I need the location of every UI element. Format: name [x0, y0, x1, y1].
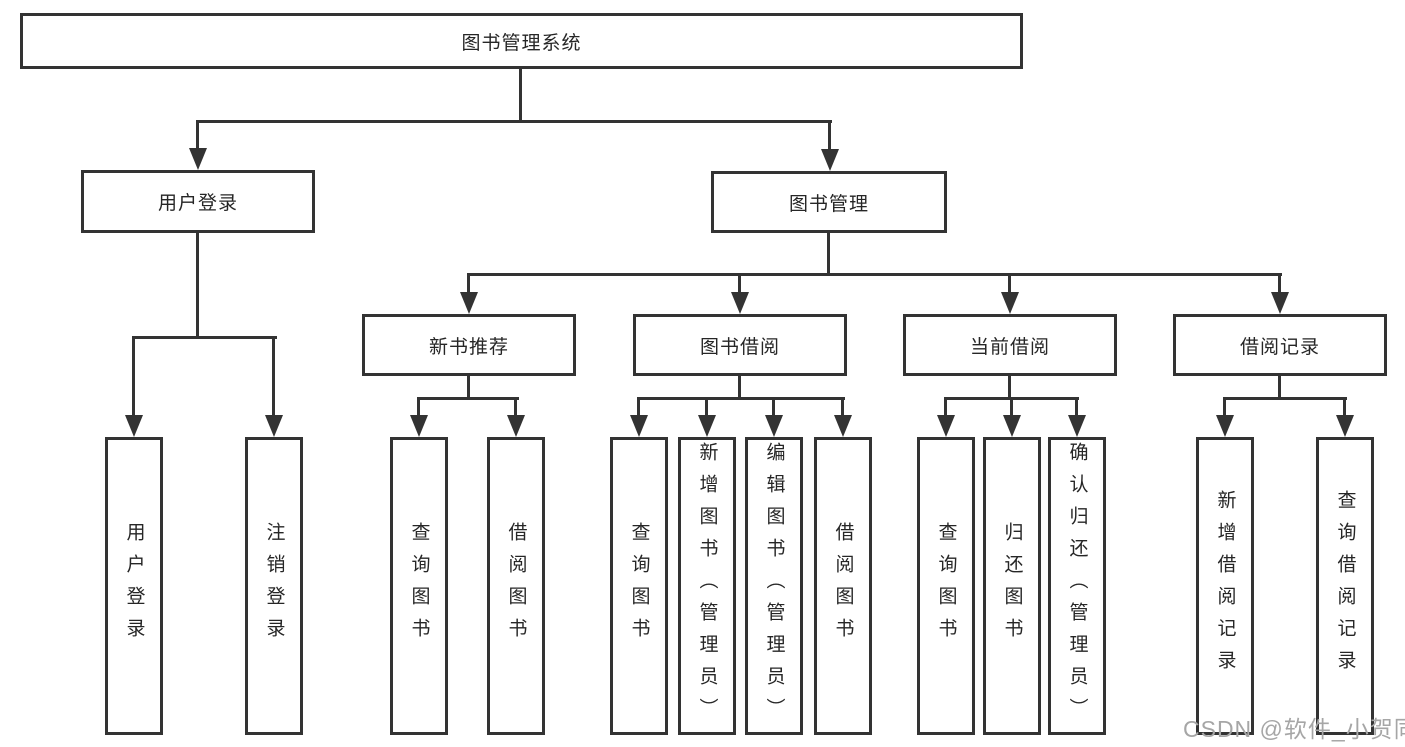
connector-line: [705, 397, 708, 417]
arrowhead-down: [937, 415, 955, 437]
arrowhead-down: [821, 149, 839, 171]
leaf-edit-book-admin: 编辑图书（管理员）: [745, 437, 803, 735]
connector-line: [514, 397, 517, 417]
node-label: 查询图书: [628, 522, 650, 650]
arrowhead-down: [189, 148, 207, 170]
leaf-query-books-recommend: 查询图书: [390, 437, 448, 735]
node-label: 新增借阅记录: [1214, 490, 1236, 682]
connector-line: [772, 397, 775, 417]
leaf-borrow-books-borrow: 借阅图书: [814, 437, 872, 735]
arrowhead-down: [1001, 292, 1019, 314]
leaf-logout: 注销登录: [245, 437, 303, 735]
node-label: 确认归还（管理员）: [1066, 442, 1088, 730]
node-book-borrow: 图书借阅: [633, 314, 847, 376]
connector-line: [272, 336, 275, 417]
node-label: 查询借阅记录: [1334, 490, 1356, 682]
node-label: 用户登录: [123, 522, 145, 650]
node-label: 注销登录: [263, 522, 285, 650]
leaf-query-borrow-record: 查询借阅记录: [1316, 437, 1374, 735]
arrowhead-down: [1068, 415, 1086, 437]
connector-line: [1343, 397, 1346, 417]
watermark: CSDN @软件_小贺同学: [1183, 716, 1405, 742]
connector-line: [196, 120, 832, 123]
node-label: 归还图书: [1001, 522, 1023, 650]
node-new-book-recommend: 新书推荐: [362, 314, 576, 376]
connector-line: [738, 273, 741, 293]
connector-line: [132, 336, 135, 417]
connector-line: [944, 397, 947, 417]
connector-line: [132, 336, 277, 339]
connector-line: [738, 376, 741, 397]
arrowhead-down: [507, 415, 525, 437]
connector-line: [637, 397, 640, 417]
arrowhead-down: [630, 415, 648, 437]
node-label: 图书借阅: [699, 336, 780, 358]
connector-line: [1278, 376, 1281, 397]
connector-line: [1223, 397, 1347, 400]
node-user-login: 用户登录: [81, 170, 315, 233]
arrowhead-down: [698, 415, 716, 437]
arrowhead-down: [1216, 415, 1234, 437]
node-book-management: 图书管理: [711, 171, 947, 233]
connector-line: [637, 397, 845, 400]
arrowhead-down: [1271, 292, 1289, 314]
node-label: 新增图书（管理员）: [696, 442, 718, 730]
connector-line: [467, 273, 470, 293]
leaf-user-login: 用户登录: [105, 437, 163, 735]
node-label: 用户登录: [157, 193, 238, 214]
connector-line: [467, 273, 1282, 276]
node-label: 图书管理系统: [461, 32, 582, 54]
connector-line: [467, 376, 470, 397]
arrowhead-down: [265, 415, 283, 437]
connector-line: [417, 397, 519, 400]
leaf-add-book-admin: 新增图书（管理员）: [678, 437, 736, 735]
node-label: 借阅图书: [832, 522, 854, 650]
leaf-borrow-books-recommend: 借阅图书: [487, 437, 545, 735]
node-label: 当前借阅: [969, 336, 1050, 358]
connector-line: [1278, 273, 1281, 293]
connector-line: [1008, 273, 1011, 293]
arrowhead-down: [1003, 415, 1021, 437]
arrowhead-down: [834, 415, 852, 437]
node-root: 图书管理系统: [20, 13, 1023, 69]
node-label: 借阅图书: [505, 522, 527, 650]
arrowhead-down: [731, 292, 749, 314]
connector-line: [196, 120, 199, 150]
arrowhead-down: [410, 415, 428, 437]
arrowhead-down: [125, 415, 143, 437]
arrowhead-down: [460, 292, 478, 314]
node-label: 编辑图书（管理员）: [763, 442, 785, 730]
leaf-return-books: 归还图书: [983, 437, 1041, 735]
node-borrow-records: 借阅记录: [1173, 314, 1387, 376]
arrowhead-down: [1336, 415, 1354, 437]
connector-line: [1008, 376, 1011, 397]
leaf-add-borrow-record: 新增借阅记录: [1196, 437, 1254, 735]
node-current-borrow: 当前借阅: [903, 314, 1117, 376]
connector-line: [841, 397, 844, 417]
connector-line: [1223, 397, 1226, 417]
leaf-query-books-current: 查询图书: [917, 437, 975, 735]
connector-line: [828, 120, 831, 151]
node-label: 借阅记录: [1239, 336, 1320, 358]
connector-line: [417, 397, 420, 417]
node-label: 图书管理: [788, 193, 869, 215]
connector-line: [519, 69, 522, 120]
leaf-query-books-borrow: 查询图书: [610, 437, 668, 735]
leaf-confirm-return-admin: 确认归还（管理员）: [1048, 437, 1106, 735]
node-label: 查询图书: [935, 522, 957, 650]
connector-line: [196, 233, 199, 336]
node-label: 查询图书: [408, 522, 430, 650]
connector-line: [827, 233, 830, 273]
connector-line: [1075, 397, 1078, 417]
connector-line: [1010, 397, 1013, 417]
arrowhead-down: [765, 415, 783, 437]
node-label: 新书推荐: [428, 336, 509, 358]
